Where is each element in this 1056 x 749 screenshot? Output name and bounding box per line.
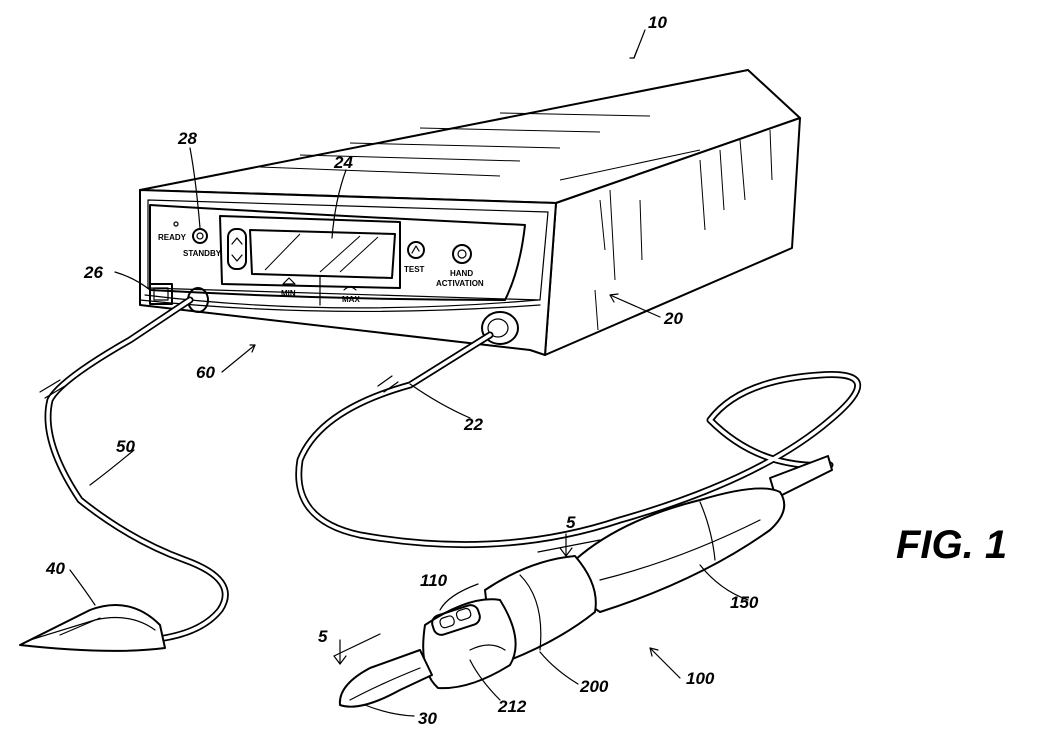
- figure-title: FIG. 1: [896, 523, 1007, 567]
- label-26: 26: [83, 263, 103, 282]
- label-100: 100: [686, 669, 715, 688]
- test-label: TEST: [404, 265, 425, 274]
- label-22: 22: [463, 415, 483, 434]
- label-section-b: 5: [318, 627, 328, 646]
- label-30: 30: [418, 709, 437, 728]
- pad-cable: [40, 300, 225, 640]
- max-label: MAX: [342, 295, 360, 304]
- label-60: 60: [196, 363, 215, 382]
- min-label: MIN: [281, 289, 296, 298]
- label-24: 24: [333, 153, 353, 172]
- label-28: 28: [177, 129, 197, 148]
- label-section-a: 5: [566, 513, 576, 532]
- hand-label: HAND: [450, 269, 473, 278]
- handpiece: [340, 456, 832, 707]
- standby-label: STANDBY: [183, 249, 222, 258]
- label-212: 212: [497, 697, 527, 716]
- label-50: 50: [116, 437, 135, 456]
- generator-unit: READY STANDBY TEST HAND ACTIVATION MIN M…: [140, 70, 800, 355]
- label-150: 150: [730, 593, 759, 612]
- label-40: 40: [45, 559, 65, 578]
- activation-label: ACTIVATION: [436, 279, 484, 288]
- label-110: 110: [420, 571, 448, 590]
- ready-label: READY: [158, 233, 187, 242]
- label-20: 20: [663, 309, 683, 328]
- return-pad: [20, 605, 165, 651]
- label-200: 200: [579, 677, 609, 696]
- label-10: 10: [648, 13, 667, 32]
